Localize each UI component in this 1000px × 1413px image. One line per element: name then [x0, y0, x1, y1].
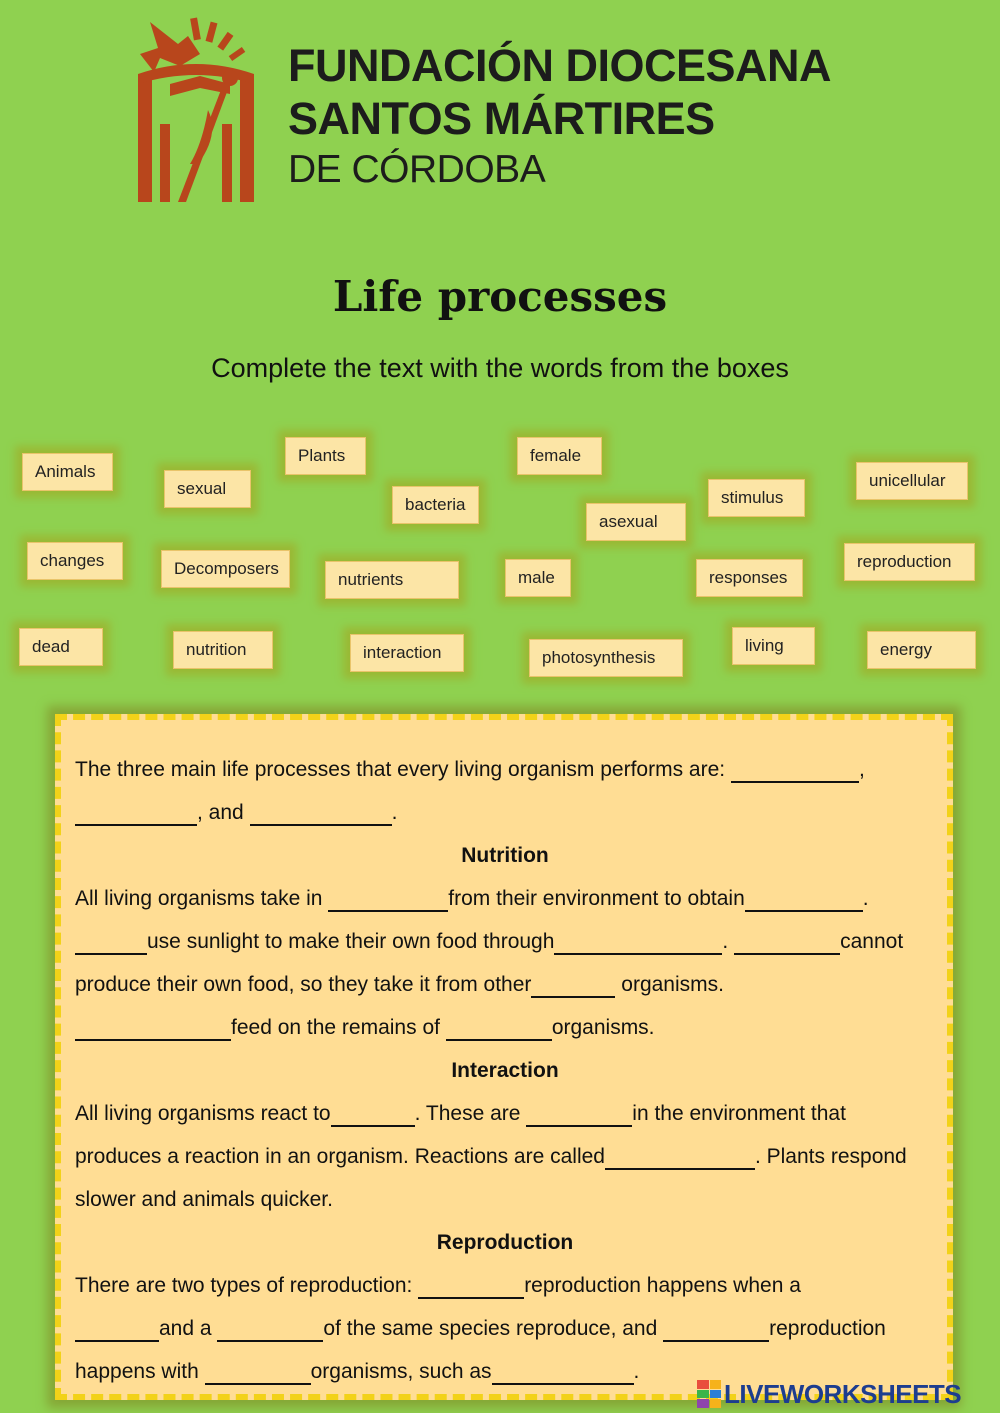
paragraph-line: and a of the same species reproduce, and… — [75, 1307, 935, 1350]
word-decomposers[interactable]: Decomposers — [161, 550, 290, 588]
word-unicellular[interactable]: unicellular — [856, 462, 968, 500]
word-photosynthesis[interactable]: photosynthesis — [529, 639, 683, 677]
text-fragment: cannot — [840, 930, 904, 953]
reproduction-heading: Reproduction — [436, 1231, 574, 1254]
blank-nutrition-4[interactable] — [554, 934, 723, 955]
text-fragment: All living organisms take in — [75, 887, 323, 910]
text-fragment: use sunlight to make their own food thro… — [147, 930, 555, 953]
interaction-heading: Interaction — [451, 1059, 559, 1082]
text-fragment: of the same species reproduce, and — [323, 1317, 658, 1340]
word-plants[interactable]: Plants — [285, 437, 366, 475]
blank-interaction-2[interactable] — [526, 1106, 633, 1127]
instructions: Complete the text with the words from th… — [211, 353, 789, 383]
header: FUNDACIÓN DIOCESANA SANTOS MÁRTIRES DE C… — [130, 14, 870, 204]
word-dead[interactable]: dead — [19, 628, 103, 666]
paragraph-line: produce their own food, so they take it … — [75, 963, 935, 1006]
blank-nutrition-6[interactable] — [531, 977, 616, 998]
nutrition-heading: Nutrition — [461, 844, 549, 867]
blank-nutrition-8[interactable] — [445, 1020, 552, 1041]
org-name-line-3: DE CÓRDOBA — [288, 148, 546, 191]
blank-nutrition-7[interactable] — [75, 1020, 231, 1041]
paragraph-line: happens with organisms, such as. — [75, 1350, 935, 1393]
word-changes[interactable]: changes — [27, 542, 123, 580]
blank-reproduction-2[interactable] — [75, 1321, 159, 1342]
text-fragment: feed on the remains of — [231, 1016, 440, 1039]
text-fragment: reproduction — [769, 1317, 886, 1340]
text-fragment: happens with — [75, 1360, 199, 1383]
word-energy[interactable]: energy — [867, 631, 976, 669]
text-fragment: . Plants respond — [754, 1145, 907, 1168]
text-body: The three main life processes that every… — [75, 748, 935, 1393]
org-name-line-2: SANTOS MÁRTIRES — [288, 93, 715, 144]
blank-interaction-3[interactable] — [604, 1149, 755, 1170]
text-fragment: . These are — [414, 1102, 521, 1125]
text-panel: The three main life processes that every… — [55, 714, 953, 1400]
blank-life-process-1[interactable] — [730, 762, 859, 783]
word-male[interactable]: male — [505, 559, 571, 597]
paragraph-line: The three main life processes that every… — [75, 748, 935, 791]
word-female[interactable]: female — [517, 437, 602, 475]
word-responses[interactable]: responses — [696, 559, 803, 597]
word-nutrition[interactable]: nutrition — [173, 631, 273, 669]
text-fragment: produce their own food, so they take it … — [75, 973, 532, 996]
blank-nutrition-2[interactable] — [744, 891, 863, 912]
text-fragment: There are two types of reproduction: — [75, 1274, 413, 1297]
blank-nutrition-5[interactable] — [734, 934, 841, 955]
foundation-logo-icon — [138, 17, 254, 202]
blank-reproduction-1[interactable] — [418, 1278, 525, 1299]
word-reproduction[interactable]: reproduction — [844, 543, 975, 581]
word-living[interactable]: living — [732, 627, 815, 665]
text-fragment: produces a reaction in an organism. Reac… — [75, 1145, 605, 1168]
text-fragment: from their environment to obtain — [448, 887, 745, 910]
text-fragment: . — [722, 930, 729, 953]
word-asexual[interactable]: asexual — [586, 503, 686, 541]
blank-life-process-2[interactable] — [75, 805, 197, 826]
text-fragment: organisms. — [551, 1016, 655, 1039]
word-nutrients[interactable]: nutrients — [325, 561, 459, 599]
paragraph-line: slower and animals quicker. — [75, 1188, 333, 1211]
word-animals[interactable]: Animals — [22, 453, 113, 491]
paragraph-line: All living organisms take in from their … — [75, 877, 935, 920]
blank-interaction-1[interactable] — [330, 1106, 415, 1127]
blank-nutrition-3[interactable] — [75, 934, 147, 955]
paragraph-line: , and . — [75, 791, 935, 834]
word-stimulus[interactable]: stimulus — [708, 479, 805, 517]
text-fragment: reproduction happens when a — [524, 1274, 801, 1297]
liveworksheets-brand: LIVEWORKSHEETS — [724, 1378, 962, 1409]
text-fragment: . — [633, 1360, 640, 1383]
text-fragment: organisms, such as — [310, 1360, 492, 1383]
worksheet-title: Life processes — [332, 272, 668, 321]
liveworksheets-icon — [697, 1380, 721, 1408]
text-fragment: , and — [197, 801, 244, 824]
text-fragment: organisms. — [621, 973, 724, 996]
paragraph-line: All living organisms react to . These are… — [75, 1092, 935, 1135]
word-interaction[interactable]: interaction — [350, 634, 464, 672]
blank-nutrition-1[interactable] — [328, 891, 449, 912]
text-fragment: The three main life processes that every… — [75, 758, 726, 781]
liveworksheets-logo: LIVEWORKSHEETS — [697, 1378, 962, 1410]
text-fragment: All living organisms react to — [75, 1102, 331, 1125]
paragraph-line: feed on the remains of organisms. — [75, 1006, 935, 1049]
blank-life-process-3[interactable] — [249, 805, 392, 826]
blank-reproduction-4[interactable] — [663, 1321, 770, 1342]
text-fragment: in the environment that — [632, 1102, 846, 1125]
text-fragment: . — [391, 801, 398, 824]
blank-reproduction-5[interactable] — [204, 1364, 311, 1385]
text-fragment: , — [858, 758, 865, 781]
paragraph-line: There are two types of reproduction: rep… — [75, 1264, 935, 1307]
text-fragment: . — [862, 887, 869, 910]
blank-reproduction-6[interactable] — [491, 1364, 634, 1385]
word-bacteria[interactable]: bacteria — [392, 486, 479, 524]
paragraph-line: produces a reaction in an organism. Reac… — [75, 1135, 935, 1178]
text-fragment: and a — [159, 1317, 212, 1340]
blank-reproduction-3[interactable] — [217, 1321, 324, 1342]
org-name-line-1: FUNDACIÓN DIOCESANA — [288, 40, 832, 91]
word-sexual[interactable]: sexual — [164, 470, 251, 508]
paragraph-line: use sunlight to make their own food thro… — [75, 920, 935, 963]
